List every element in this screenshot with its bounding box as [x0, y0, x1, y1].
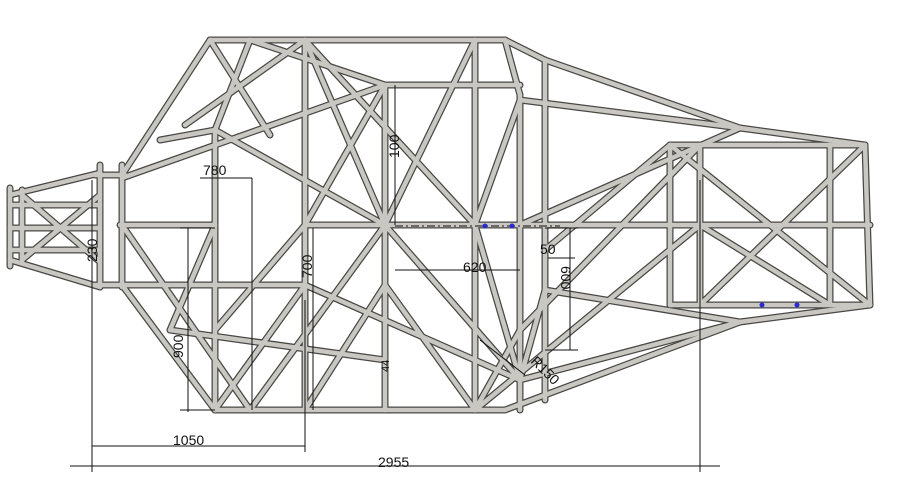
tube: [302, 282, 388, 413]
dimension-230: 230: [84, 238, 100, 262]
dimension-620: 620: [463, 259, 487, 275]
tube: [862, 142, 873, 308]
tube: [119, 82, 388, 181]
dimension-1050: 1050: [173, 432, 204, 448]
tube: [502, 37, 548, 63]
tube: [542, 287, 743, 325]
dimension-50: 50: [540, 241, 556, 257]
tube: [207, 37, 273, 138]
tube: [667, 142, 873, 308]
sketch-point: [509, 223, 515, 229]
tube: [502, 37, 523, 98]
dimension-line: [479, 339, 526, 376]
tube: [472, 327, 523, 413]
sketch-point: [794, 302, 800, 308]
tube: [247, 222, 388, 413]
tube: [697, 222, 833, 308]
tube: [119, 37, 213, 178]
tube: [167, 327, 388, 363]
tube: [157, 127, 218, 143]
tube: [212, 127, 388, 228]
dimension-600: 600: [558, 266, 574, 290]
tube: [302, 282, 523, 383]
tube: [472, 222, 523, 383]
tube: [7, 257, 103, 290]
tube: [517, 97, 743, 131]
tube: [302, 37, 388, 228]
tube: [517, 142, 703, 333]
dimension-700: 700: [299, 254, 315, 278]
tube: [697, 142, 868, 308]
tube: [382, 282, 478, 413]
dimension-900: 900: [170, 334, 186, 358]
tube: [212, 282, 308, 413]
dimension-lines: [70, 85, 720, 472]
tube: [302, 82, 388, 228]
tube: [737, 302, 873, 325]
tube: [119, 282, 218, 413]
tube: [247, 37, 388, 88]
tube: [517, 319, 743, 383]
tube: [502, 319, 743, 413]
tube-frame: [6, 36, 874, 414]
tube: [382, 37, 478, 228]
dimension-780: 780: [203, 162, 227, 178]
tube: [167, 222, 218, 333]
sketch-point: [759, 302, 765, 308]
sketch-point: [482, 223, 488, 229]
dimension-100: 100: [386, 134, 402, 158]
reference-points: [482, 223, 800, 308]
tube: [212, 222, 308, 333]
tube: [182, 37, 308, 128]
tube: [542, 57, 743, 131]
tube: [472, 97, 523, 228]
tube: [517, 287, 548, 383]
dimension-2955: 2955: [378, 454, 409, 470]
tube: [302, 37, 478, 228]
tube: [212, 37, 253, 133]
tube: [737, 125, 868, 148]
dimension-44: 44: [380, 360, 392, 372]
tube: [119, 222, 253, 413]
tube: [542, 142, 673, 253]
tube: [7, 170, 103, 198]
tube: [472, 222, 703, 413]
